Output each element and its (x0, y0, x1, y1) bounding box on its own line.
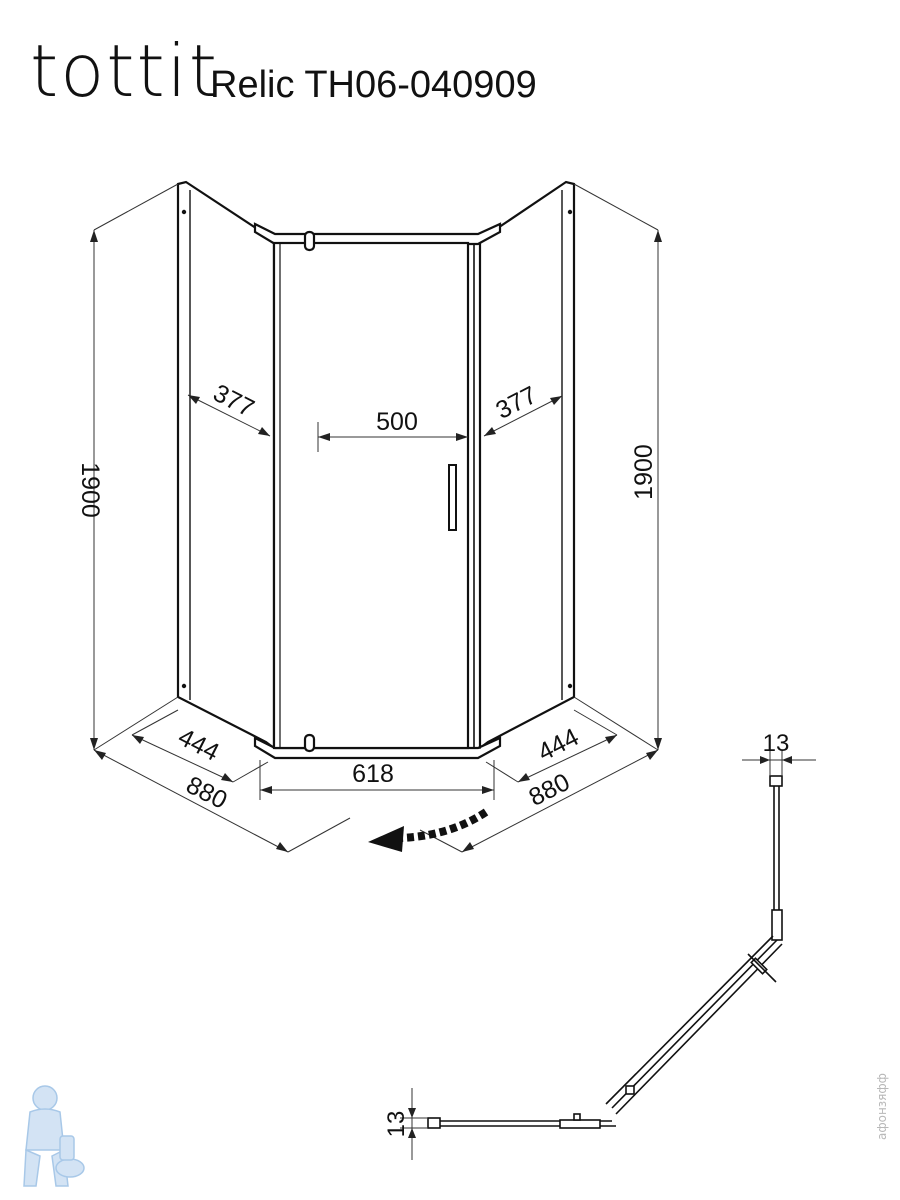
dim-door-opening: 500 (376, 408, 418, 436)
dimension-lines (93, 183, 659, 853)
dim-base-front: 618 (352, 760, 394, 788)
dim-overall-right: 880 (524, 768, 574, 812)
plumber-mascot-icon (23, 1085, 85, 1187)
right-side-panel (478, 180, 576, 751)
arrow-heads (90, 230, 662, 852)
top-frame (253, 222, 502, 246)
dim-profile-top: 13 (763, 730, 790, 757)
hinge-top (303, 230, 316, 252)
enclosure-front-view (176, 180, 576, 760)
hinge-bottom (303, 733, 316, 753)
left-side-panel (176, 180, 276, 751)
dim-profile-left: 13 (383, 1111, 410, 1138)
dim-height-right: 1900 (630, 444, 658, 500)
curved-arrow-icon (368, 808, 489, 852)
dim-base-side-left: 444 (174, 723, 224, 767)
model-title: Relic TH06-040909 (210, 64, 537, 106)
brand-logo: tottit (30, 29, 219, 113)
profile-dimension-lines (400, 750, 816, 1160)
watermark-text: афонзяфф (875, 1073, 889, 1140)
door-handle (448, 464, 457, 531)
door-panel (272, 241, 470, 750)
dim-base-side-right: 444 (533, 723, 583, 767)
dim-height-left: 1900 (76, 462, 104, 518)
profile-plan-view (427, 775, 783, 1129)
